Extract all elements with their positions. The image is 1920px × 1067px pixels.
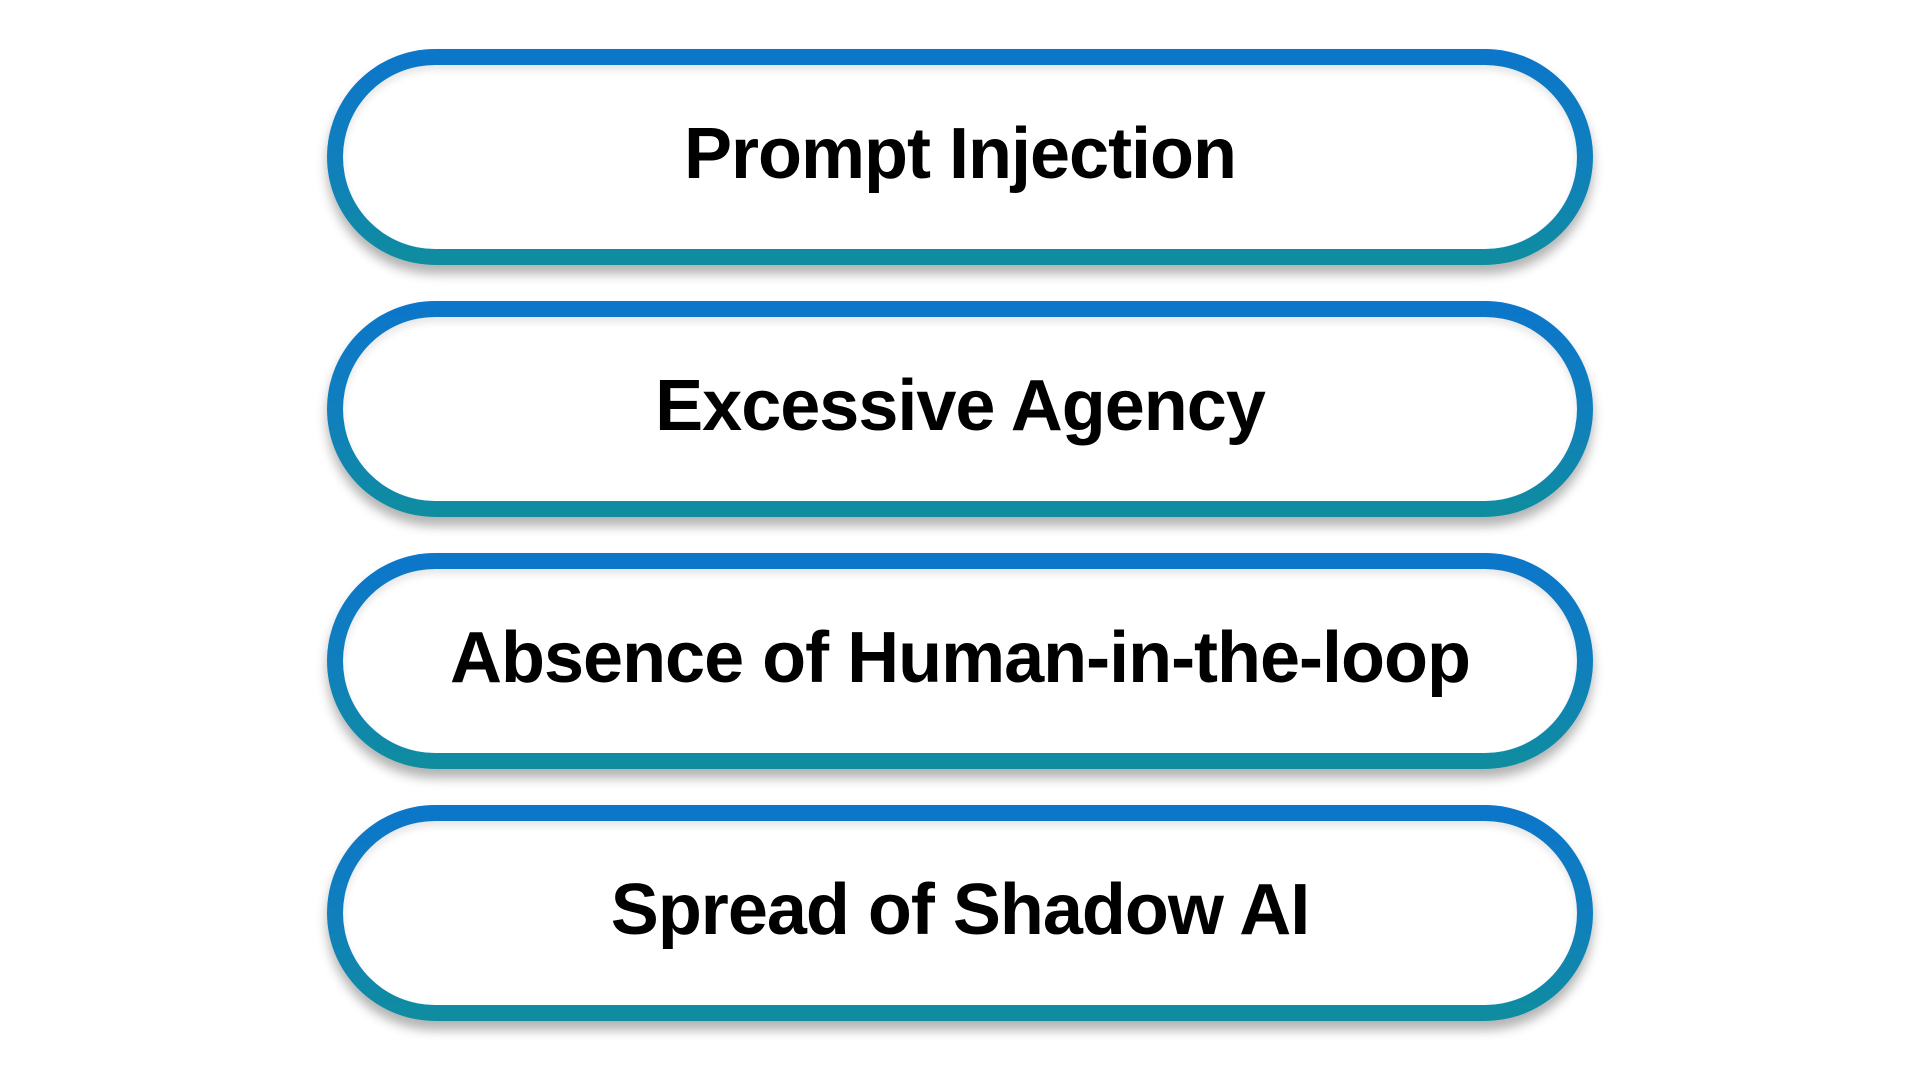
pill-label: Absence of Human-in-the-loop (450, 618, 1471, 698)
pill-body: Spread of Shadow AI (343, 821, 1577, 1005)
pill-body: Prompt Injection (343, 65, 1577, 249)
pill-body: Excessive Agency (343, 317, 1577, 501)
risk-pill-spread-of-shadow-ai: Spread of Shadow AI (327, 805, 1593, 1021)
pill-label: Spread of Shadow AI (610, 870, 1310, 950)
risk-pill-absence-of-human-in-the-loop: Absence of Human-in-the-loop (327, 553, 1593, 769)
risk-pill-prompt-injection: Prompt Injection (327, 49, 1593, 265)
pill-label: Excessive Agency (655, 366, 1266, 446)
pill-label: Prompt Injection (683, 114, 1237, 194)
pill-body: Absence of Human-in-the-loop (343, 569, 1577, 753)
risk-pill-excessive-agency: Excessive Agency (327, 301, 1593, 517)
